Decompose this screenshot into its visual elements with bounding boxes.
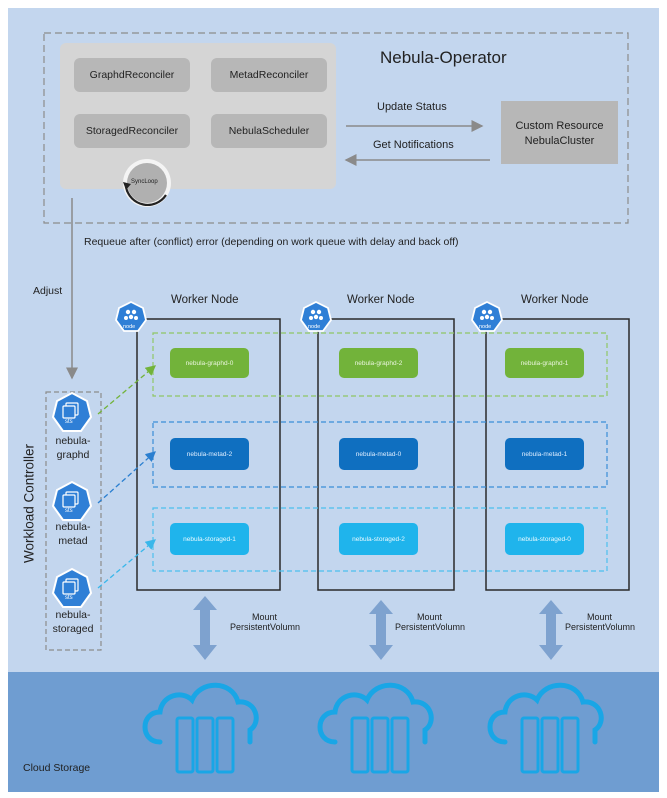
pod-metad: nebula-metad-1 <box>505 438 584 470</box>
pod-graphd: nebula-graphd-2 <box>339 348 418 378</box>
pod-graphd: nebula-graphd-1 <box>505 348 584 378</box>
cloud-server-icon-1 <box>142 682 259 774</box>
metad-row-frame <box>152 421 608 488</box>
workload-controller-label: Workload Controller <box>21 443 37 564</box>
sts-name-metad: nebula- metad <box>43 520 103 548</box>
mount-line2: PersistentVolumn <box>395 622 466 632</box>
syncloop-icon <box>123 159 171 207</box>
mount-arrow-1 <box>193 596 217 660</box>
mount-line1: Mount <box>417 612 443 622</box>
cloud-server-icon-3 <box>487 682 604 774</box>
nebula-cluster-label: NebulaCluster <box>524 135 595 147</box>
mount-arrow-3 <box>539 600 563 660</box>
sts-name-line2: storaged <box>52 623 94 635</box>
mount-line2: PersistentVolumn <box>230 622 301 632</box>
pod-metad: nebula-metad-0 <box>339 438 418 470</box>
sts-name-line1: nebula- <box>55 521 91 533</box>
storaged-link-arrow <box>97 539 156 589</box>
sts-name-storaged: nebula- storaged <box>43 608 103 636</box>
mount-arrow-2 <box>369 600 393 660</box>
mount-label-3: Mount PersistentVolumn <box>565 612 645 632</box>
operator-frame <box>43 32 629 224</box>
nebula-scheduler: NebulaScheduler <box>211 114 327 148</box>
node-icon-3 <box>471 300 503 332</box>
pod-storaged: nebula-storaged-0 <box>505 523 584 555</box>
worker-node-frame-2 <box>317 318 455 591</box>
worker-node-title-1: Worker Node <box>171 294 239 306</box>
requeue-note: Requeue after (conflict) error (dependin… <box>84 236 459 248</box>
metad-reconciler: MetadReconciler <box>211 58 327 92</box>
graphd-link-arrow <box>97 365 156 415</box>
sts-icon-label: sts <box>65 595 73 601</box>
sts-icon-metad <box>51 480 93 521</box>
mount-line1: Mount <box>252 612 278 622</box>
workload-controller-frame <box>45 391 102 651</box>
mount-line1: Mount <box>587 612 613 622</box>
node-icon-2 <box>300 300 332 332</box>
graphd-row-frame <box>152 332 608 397</box>
update-status-label: Update Status <box>377 101 447 113</box>
node-icon-label-3: node <box>479 324 492 330</box>
sts-name-line1: nebula- <box>55 435 91 447</box>
pod-storaged: nebula-storaged-1 <box>170 523 249 555</box>
node-icon-label-2: node <box>308 324 321 330</box>
sts-name-line2: graphd <box>56 449 90 461</box>
sts-icon-label: sts <box>65 508 73 514</box>
node-icon-1 <box>115 300 147 332</box>
mount-label-2: Mount PersistentVolumn <box>395 612 475 632</box>
pod-storaged: nebula-storaged-2 <box>339 523 418 555</box>
sts-name-line1: nebula- <box>55 609 91 621</box>
pod-graphd: nebula-graphd-0 <box>170 348 249 378</box>
adjust-label: Adjust <box>33 285 63 297</box>
sts-icon-graphd <box>51 391 93 432</box>
sts-icon-storaged <box>51 567 93 608</box>
cloud-server-icon-2 <box>317 682 434 774</box>
sts-name-graphd: nebula- graphd <box>43 434 103 462</box>
sts-name-line2: metad <box>58 535 88 547</box>
metad-link-arrow <box>97 451 156 504</box>
graphd-reconciler: GraphdReconciler <box>74 58 190 92</box>
sts-icon-label: sts <box>65 419 73 425</box>
get-notifications-label: Get Notifications <box>373 139 454 151</box>
custom-resource-label: Custom Resource <box>515 120 604 132</box>
mount-line2: PersistentVolumn <box>565 622 636 632</box>
worker-node-frame-3 <box>485 318 630 591</box>
mount-label-1: Mount PersistentVolumn <box>230 612 310 632</box>
custom-resource-box <box>501 101 618 164</box>
worker-node-frame-1 <box>136 318 281 591</box>
node-icon-label-1: node <box>123 324 136 330</box>
pod-metad: nebula-metad-2 <box>170 438 249 470</box>
worker-node-title-3: Worker Node <box>521 294 589 306</box>
worker-node-title-2: Worker Node <box>347 294 415 306</box>
storaged-reconciler: StoragedReconciler <box>74 114 190 148</box>
cloud-storage-label: Cloud Storage <box>23 762 91 774</box>
operator-title: Nebula-Operator <box>380 48 507 67</box>
syncloop-label: SyncLoop <box>131 179 158 185</box>
